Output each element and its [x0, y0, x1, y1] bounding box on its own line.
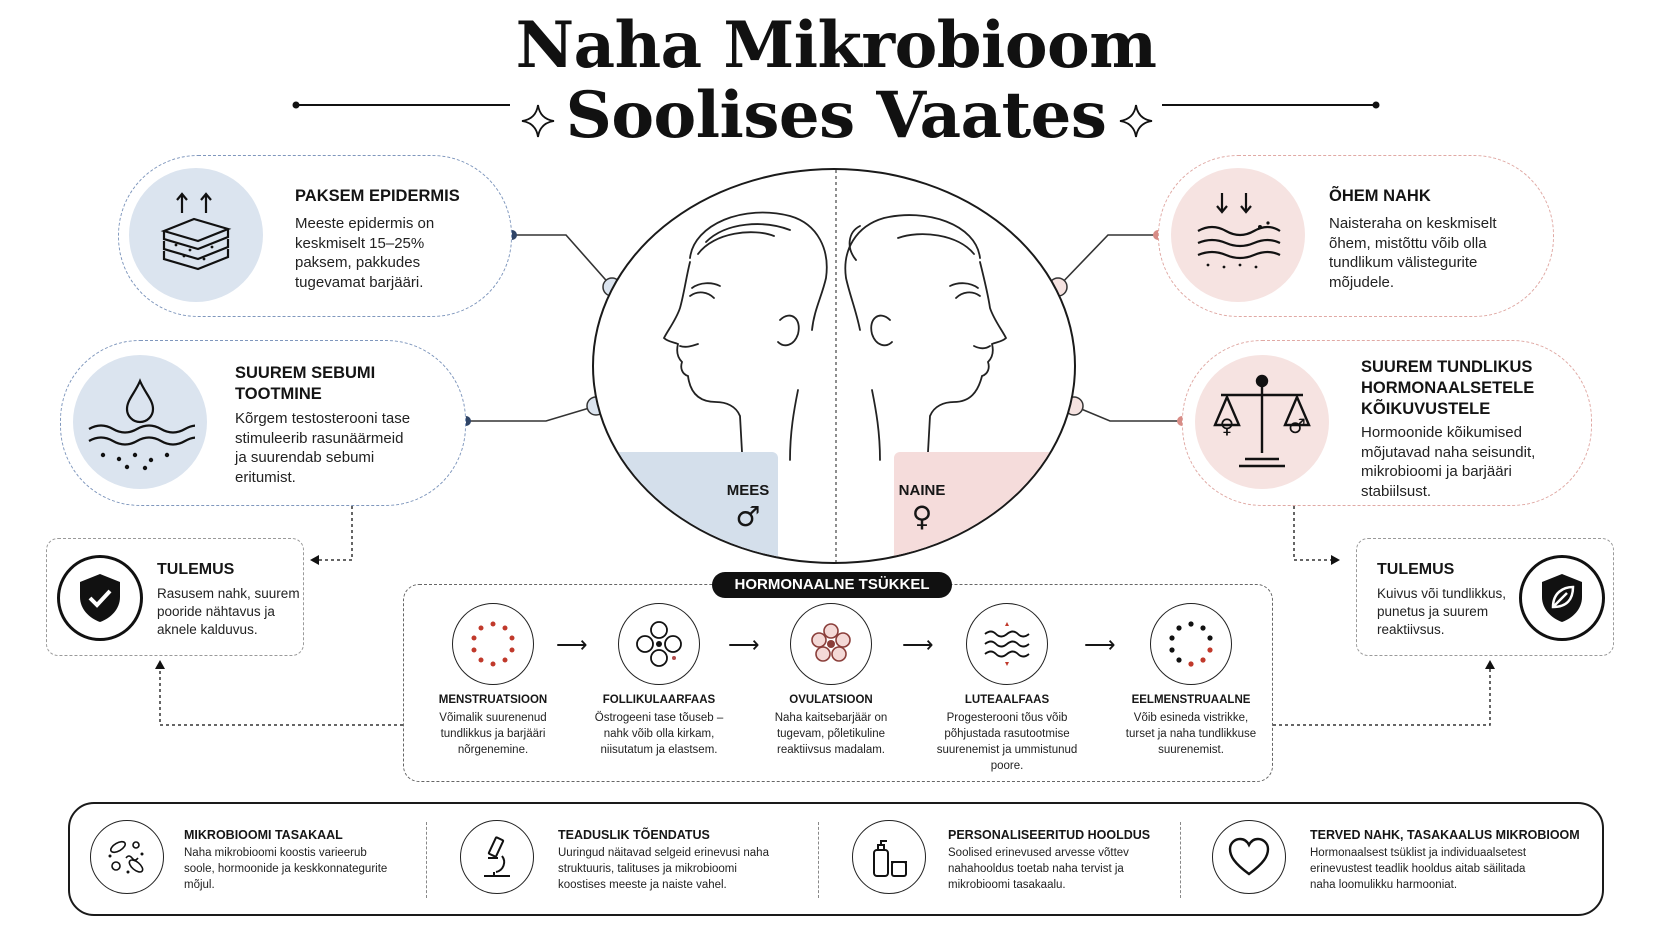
summary-text: Uuringud näitavad selgeid erinevusi naha… — [558, 847, 769, 891]
female-result-box: TULEMUS Kuivus või tundlikkus,punetus ja… — [1356, 538, 1614, 656]
heart-icon — [1212, 820, 1286, 894]
follicles-icon — [618, 603, 700, 685]
face-oval — [592, 168, 1076, 564]
summary-bar — [68, 802, 1604, 916]
female-label: NAINE — [898, 482, 946, 499]
male-profile-icon — [662, 211, 828, 461]
microbes-icon — [90, 820, 164, 894]
arrow-right-icon: ⟶ — [556, 632, 588, 657]
phase-text: Võib esineda vistrikke,turset ja naha tu… — [1125, 712, 1257, 756]
phase-name: OVULATSIOON — [789, 694, 873, 706]
svg-text:♂: ♂ — [1288, 414, 1306, 438]
sparkle-icon — [1119, 104, 1153, 138]
summary-heading: PERSONALISEERITUD HOOLDUS — [948, 828, 1151, 842]
phase-name: MENSTRUATSIOON — [438, 694, 548, 706]
female-symbol-icon: ♀ — [911, 500, 933, 533]
divider — [1180, 822, 1181, 898]
balance-scale-icon: ♀ ♂ — [1195, 355, 1329, 489]
profile-faces-illustration — [610, 170, 1062, 562]
male-label: MEES — [726, 482, 770, 499]
waves-icon — [966, 603, 1048, 685]
microscope-icon — [460, 820, 534, 894]
card-heading: PAKSEM EPIDERMIS — [295, 187, 460, 205]
summary-text: Hormonaalsest tsüklist ja individuaalset… — [1310, 847, 1527, 891]
result-heading: TULEMUS — [157, 561, 235, 578]
oil-drop-waves-icon — [73, 355, 207, 489]
result-heading: TULEMUS — [1377, 561, 1455, 578]
arrow-right-icon: ⟶ — [902, 632, 934, 657]
flower-icon — [790, 603, 872, 685]
phase-name: EELMENSTRUAALNE — [1131, 694, 1251, 706]
female-profile-icon — [844, 214, 1008, 461]
card-heading: ÕHEM NAHK — [1329, 187, 1431, 205]
arrow-right-icon: ⟶ — [728, 632, 760, 657]
thin-layers-down-arrows-icon — [1171, 168, 1305, 302]
title-ornaments — [292, 101, 1380, 138]
summary-heading: TEADUSLIK TÕENDATUS — [558, 828, 710, 842]
summary-heading: MIKROBIOOMI TASAKAAL — [184, 828, 343, 842]
shield-leaf-icon — [1519, 555, 1605, 641]
premenstrual-dots-icon — [1150, 603, 1232, 685]
layers-up-arrows-icon — [129, 168, 263, 302]
divider — [426, 822, 427, 898]
page-title-line-2: Soolises Vaates — [565, 78, 1107, 153]
summary-heading: TERVED NAHK, TASAKAALUS MIKROBIOOM — [1310, 828, 1580, 842]
skincare-bottles-icon — [852, 820, 926, 894]
male-symbol-icon: ♂ — [735, 500, 761, 533]
menstruation-dots-icon — [452, 603, 534, 685]
arrow-right-icon: ⟶ — [1084, 632, 1116, 657]
shield-check-icon — [57, 555, 143, 641]
cycle-title: HORMONAALNE TSÜKKEL — [712, 572, 952, 598]
svg-text:♀: ♀ — [1220, 414, 1235, 438]
divider — [818, 822, 819, 898]
phase-name: LUTEAALFAAS — [964, 694, 1050, 706]
sparkle-icon — [521, 104, 555, 138]
phase-text: Östrogeeni tase tõuseb –nahk võib olla k… — [594, 712, 724, 756]
phase-name: FOLLIKULAARFAAS — [602, 694, 716, 706]
page-title-line-1: Naha Mikrobioom — [515, 8, 1157, 83]
